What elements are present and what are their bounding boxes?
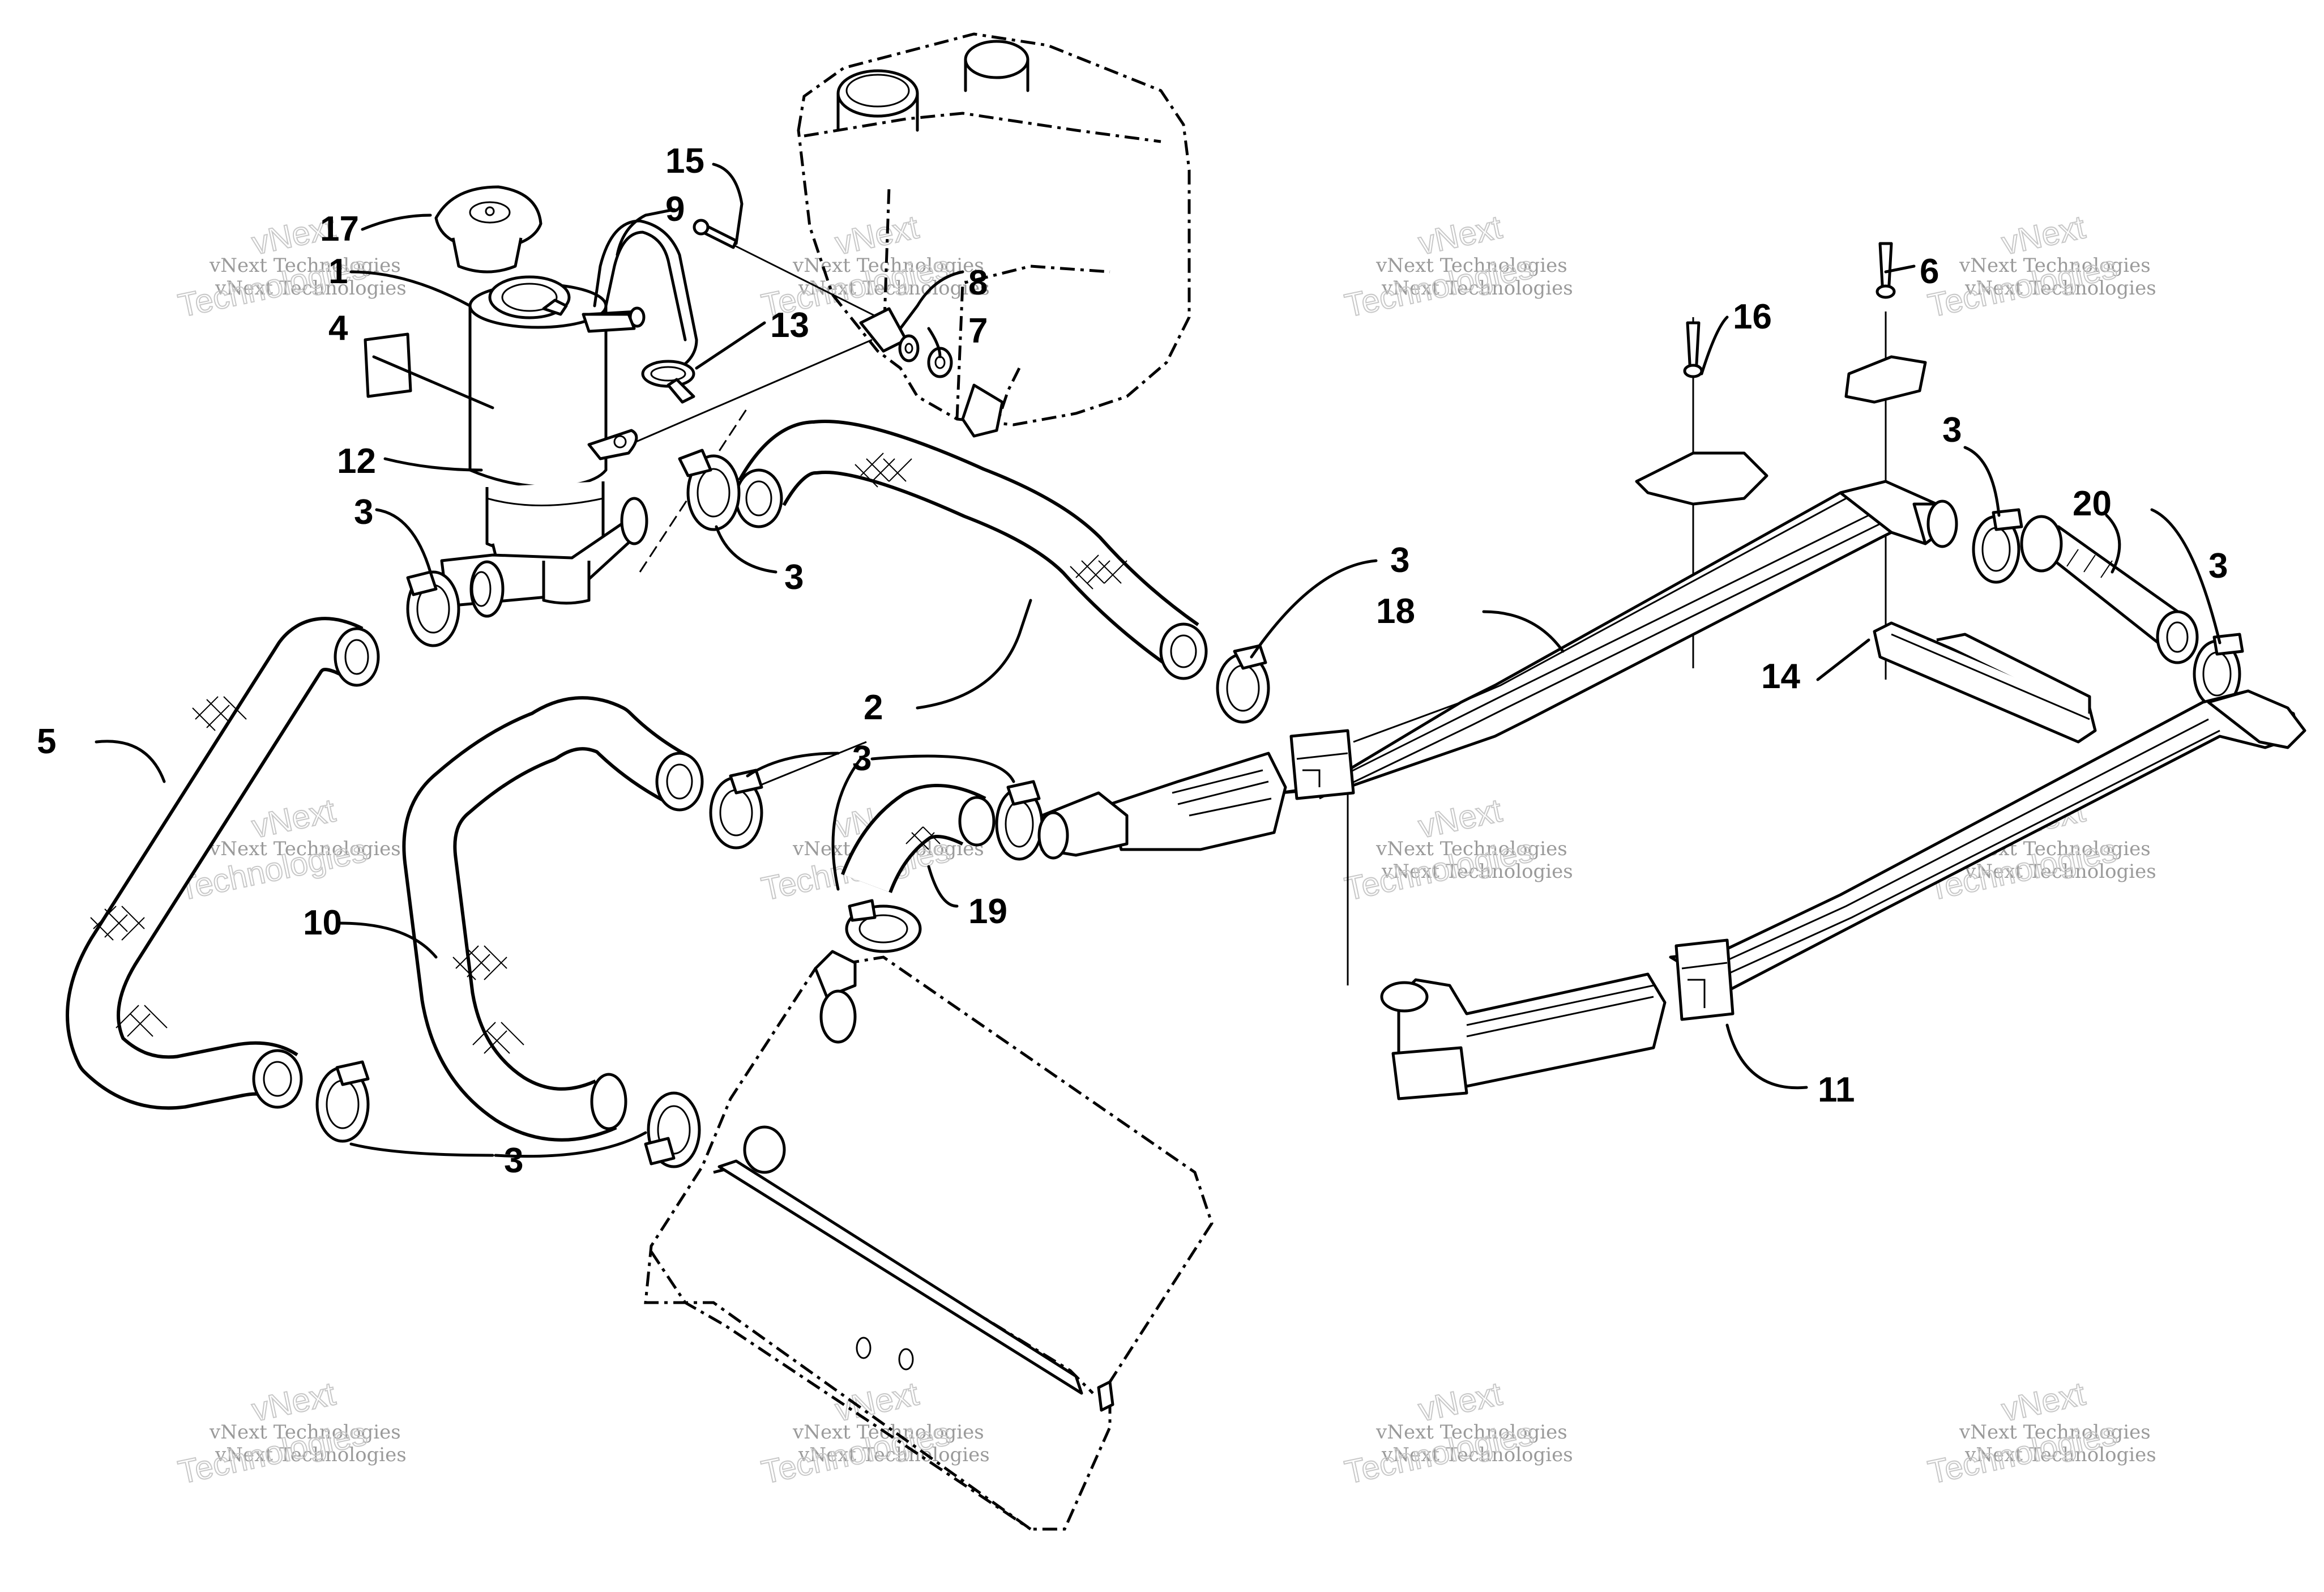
label-14: 14: [1761, 657, 1800, 696]
heat-exchanger-11: [1669, 689, 2306, 1021]
label-6: 6: [1920, 252, 1939, 291]
part-labels: 17 1 4 12 9 15 8 13 7 6 16 3 3 3 3 3 3 3…: [37, 142, 2228, 1180]
watermark: vNext Technologies vNext Technologies Te…: [174, 1375, 407, 1491]
svg-text:vNext Technologies: vNext Technologies: [1375, 1421, 1567, 1444]
watermark: vNext Technologies vNext Technologies Te…: [1341, 791, 1573, 908]
label-10: 10: [303, 903, 342, 942]
svg-text:vNext Technologies: vNext Technologies: [1381, 277, 1573, 300]
seal-pad: [1844, 355, 1927, 404]
svg-text:vNext Technologies: vNext Technologies: [215, 1444, 407, 1466]
hose-19: [841, 784, 996, 894]
label-4: 4: [328, 309, 348, 348]
label-15: 15: [665, 142, 704, 181]
radiator: [644, 950, 1214, 1531]
hose-2: [734, 420, 1208, 680]
reservoir-tank: [797, 32, 1191, 438]
watermark: vNext Technologies vNext Technologies Te…: [1924, 1375, 2156, 1491]
svg-text:vNext Technologies: vNext Technologies: [798, 1444, 990, 1466]
label-5: 5: [37, 722, 56, 761]
label-18: 18: [1376, 592, 1415, 631]
label-3b: 3: [784, 558, 804, 597]
hose-10: [402, 696, 704, 1142]
svg-text:vNext Technologies: vNext Technologies: [1381, 860, 1573, 883]
bolt-15: [693, 219, 738, 249]
svg-text:vNext Technologies: vNext Technologies: [792, 1421, 984, 1444]
hose-clamp-3: [709, 769, 763, 850]
label-8: 8: [968, 263, 988, 302]
label-1: 1: [328, 252, 348, 291]
rivet-6: [1876, 242, 1896, 299]
surge-tank-1: [440, 275, 648, 618]
label-11: 11: [1818, 1070, 1855, 1109]
label-3a: 3: [354, 493, 373, 532]
label-17: 17: [320, 210, 359, 249]
label-2: 2: [864, 688, 883, 727]
watermark: vNext Technologies vNext Technologies Te…: [1341, 208, 1573, 325]
svg-text:vNext Technologies: vNext Technologies: [209, 1421, 401, 1444]
label-12: 12: [337, 442, 376, 481]
deflector-14: [1873, 621, 2097, 744]
overflow-tube-9: [582, 219, 698, 374]
svg-text:vNext Technologies: vNext Technologies: [1381, 1444, 1573, 1466]
label-16: 16: [1733, 297, 1772, 336]
label-13: 13: [770, 306, 809, 345]
label-3d: 3: [1942, 411, 1962, 450]
heat-exchanger-18: [1278, 480, 1958, 800]
label-plate-4: [364, 332, 412, 398]
label-19: 19: [968, 892, 1007, 931]
svg-text:vNext Technologies: vNext Technologies: [209, 838, 401, 860]
seal-pad: [1635, 451, 1768, 506]
label-9: 9: [665, 190, 685, 229]
svg-text:vNext Technologies: vNext Technologies: [1375, 838, 1567, 860]
hose-clamp-13: [641, 360, 695, 404]
hose-clamp-3: [406, 570, 460, 647]
label-3e: 3: [2208, 547, 2228, 586]
hose-clamp-3: [995, 780, 1044, 861]
hose-clamp-3: [845, 899, 922, 953]
svg-text:vNext Technologies: vNext Technologies: [1964, 277, 2156, 300]
svg-text:vNext Technologies: vNext Technologies: [1375, 254, 1567, 277]
leader-lines: [95, 163, 2222, 1158]
svg-text:vNext Technologies: vNext Technologies: [1964, 1444, 2156, 1466]
label-3c: 3: [1390, 541, 1409, 580]
label-3f: 3: [852, 739, 872, 778]
svg-text:vNext Technologies: vNext Technologies: [215, 277, 407, 300]
svg-text:vNext Technologies: vNext Technologies: [1959, 254, 2151, 277]
watermark: vNext Technologies vNext Technologies Te…: [1341, 1375, 1573, 1491]
watermark: vNext Technologies vNext Technologies Te…: [1924, 208, 2156, 325]
washer-8: [898, 334, 920, 362]
hose-clamp-3: [1972, 508, 2023, 584]
label-7: 7: [968, 311, 988, 351]
svg-text:vNext Technologies: vNext Technologies: [1959, 1421, 2151, 1444]
hose-20: [2020, 515, 2199, 664]
hose-clamp-3: [315, 1060, 370, 1143]
radiator-cap-17: [434, 185, 542, 274]
svg-text:vNext Technologies: vNext Technologies: [1964, 860, 2156, 883]
hose-5: [66, 617, 380, 1110]
hose-clamp-3: [644, 1091, 701, 1168]
hose-clamp-3: [1216, 644, 1270, 724]
front-heat-exchanger-section: [1037, 752, 1667, 1100]
rivet-16: [1683, 321, 1703, 378]
label-20: 20: [2073, 484, 2112, 523]
hose-clamp-3: [678, 449, 741, 531]
label-3g: 3: [504, 1141, 523, 1180]
